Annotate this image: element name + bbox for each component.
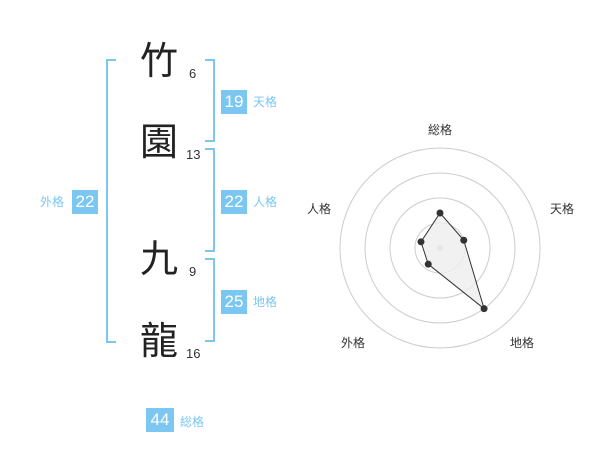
radar-point-3 xyxy=(480,305,488,313)
radar-point-4 xyxy=(424,260,432,268)
stroke-count-4: 16 xyxy=(186,346,201,361)
radar-point-2 xyxy=(460,236,468,244)
radar-ring xyxy=(364,172,516,324)
chikaku-bracket xyxy=(205,258,215,342)
soukaku-value: 44 xyxy=(146,408,174,432)
radar-ring xyxy=(339,147,541,349)
gaikaku-value: 22 xyxy=(72,190,98,214)
name-char-4: 龍 xyxy=(140,319,179,363)
gaikaku-label: 外格 xyxy=(40,195,65,209)
radar-label-gaikaku: 外格 xyxy=(341,336,366,350)
stroke-count-2: 13 xyxy=(186,147,201,162)
tenkaku-value: 19 xyxy=(221,90,247,114)
radar-point-5 xyxy=(417,238,425,246)
jinkaku-bracket xyxy=(205,148,215,252)
radar-label-soukaku: 総格 xyxy=(428,123,453,137)
radar-point-1 xyxy=(436,209,444,217)
gaikaku-bracket xyxy=(106,59,116,343)
tenkaku-label: 天格 xyxy=(253,95,278,109)
radar-label-chikaku: 地格 xyxy=(510,336,535,350)
soukaku-label: 総格 xyxy=(180,415,205,429)
radar-data-polygon xyxy=(420,212,486,311)
stroke-count-3: 9 xyxy=(189,264,197,279)
stroke-count-1: 6 xyxy=(189,66,197,81)
jinkaku-value: 22 xyxy=(221,190,247,214)
jinkaku-label: 人格 xyxy=(253,195,278,209)
radar-label-jinkaku: 人格 xyxy=(307,202,332,216)
radar-label-tenkaku: 天格 xyxy=(550,202,575,216)
tenkaku-bracket xyxy=(205,59,215,142)
radar-ring xyxy=(389,197,491,299)
name-char-2: 園 xyxy=(140,120,179,164)
name-char-1: 竹 xyxy=(140,39,179,83)
chikaku-value: 25 xyxy=(221,290,247,314)
chikaku-label: 地格 xyxy=(253,295,278,309)
name-char-3: 九 xyxy=(140,237,179,281)
